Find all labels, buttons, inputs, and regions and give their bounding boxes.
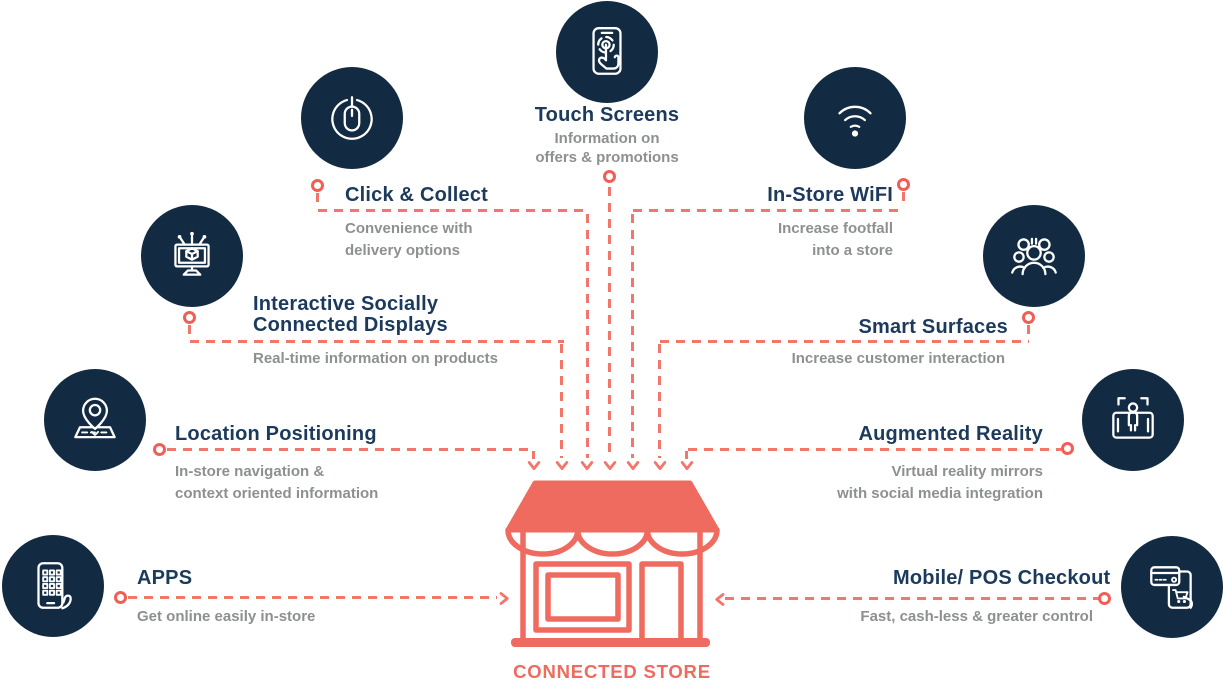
- connected-store-label: CONNECTED STORE: [513, 661, 711, 682]
- connector-line: [318, 209, 589, 212]
- feature-description: Virtual reality mirrors with social medi…: [837, 463, 1043, 502]
- feature-circle: [556, 1, 658, 103]
- connector-line: [633, 209, 904, 212]
- feature-title: Touch Screens: [534, 104, 680, 126]
- connector-dot: [153, 443, 166, 456]
- wifi-icon: [838, 105, 872, 137]
- feature-title: APPS: [137, 567, 193, 589]
- feature-circle: [983, 205, 1085, 307]
- feature-description: In-store navigation & context oriented i…: [175, 463, 379, 502]
- feature-circle: [44, 369, 146, 471]
- background-patch: [1104, 0, 1220, 355]
- feature-title: Interactive Socially Connected Displays: [253, 293, 448, 336]
- feature-circle: [141, 205, 243, 307]
- people-group-icon: [1011, 237, 1057, 276]
- feature-description: Fast, cash-less & greater control: [860, 608, 1093, 625]
- connector-dot: [1098, 592, 1111, 605]
- arrow-down-icon: [580, 461, 594, 470]
- map-pin-icon: [74, 397, 116, 439]
- connector-stub: [902, 192, 905, 207]
- arrow-down-icon: [527, 461, 541, 470]
- arrow-down-icon: [680, 461, 694, 470]
- feature-circle: [1082, 369, 1184, 471]
- feature-title: Smart Surfaces: [858, 316, 1008, 338]
- connector-line: [190, 340, 564, 343]
- feature-title: Mobile/ POS Checkout: [893, 567, 1111, 589]
- connector-line: [560, 344, 563, 458]
- arrow-left-icon: [715, 593, 725, 606]
- store-icon: [505, 480, 720, 647]
- connector-line: [532, 451, 535, 459]
- connected-display-icon: [174, 231, 210, 276]
- feature-description: Get online easily in-store: [137, 608, 316, 625]
- feature-description: Convenience with delivery options: [345, 220, 473, 259]
- connector-line: [685, 451, 688, 459]
- feature-circle: [2, 535, 104, 637]
- connector-dot: [183, 311, 196, 324]
- mobile-apps-icon: [37, 562, 72, 610]
- connector-dot: [311, 179, 324, 192]
- feature-circle: [301, 67, 403, 169]
- feature-description: Information on offers & promotions: [535, 130, 679, 166]
- feature-circle: [1121, 536, 1223, 638]
- connector-dot: [897, 178, 910, 191]
- feature-title: Augmented Reality: [858, 423, 1043, 445]
- feature-circle: [804, 67, 906, 169]
- connector-dot: [1061, 442, 1074, 455]
- connector-line: [167, 448, 535, 451]
- feature-description: Increase customer interaction: [791, 350, 1005, 367]
- feature-description: Real-time information on products: [253, 350, 499, 367]
- arrow-down-icon: [603, 461, 617, 470]
- connector-stub: [188, 325, 191, 339]
- feature-description: Increase footfall into a store: [777, 220, 893, 259]
- connector-line: [586, 214, 589, 458]
- connector-dot: [603, 170, 616, 183]
- touch-screen-icon: [592, 27, 622, 75]
- connector-line: [660, 340, 1029, 343]
- mouse-click-icon: [331, 96, 373, 140]
- feature-title: Click & Collect: [345, 184, 489, 206]
- arrow-down-icon: [555, 461, 569, 470]
- feature-title: Location Positioning: [175, 423, 377, 445]
- pos-checkout-icon: [1150, 566, 1194, 609]
- connector-line: [631, 214, 634, 458]
- connector-line: [608, 187, 611, 457]
- arrow-down-icon: [626, 461, 640, 470]
- connector-stub: [1027, 325, 1030, 339]
- arrow-down-icon: [653, 461, 667, 470]
- ar-tablet-icon: [1112, 397, 1154, 439]
- connector-dot: [1022, 311, 1035, 324]
- connector-stub: [316, 193, 319, 208]
- arrow-right-icon: [499, 592, 509, 605]
- feature-title: In-Store WiFI: [767, 184, 893, 206]
- connector-dot: [114, 591, 127, 604]
- connector-line: [688, 448, 1061, 451]
- connector-line: [725, 597, 1098, 600]
- connector-line: [658, 344, 661, 458]
- connector-line: [128, 596, 497, 599]
